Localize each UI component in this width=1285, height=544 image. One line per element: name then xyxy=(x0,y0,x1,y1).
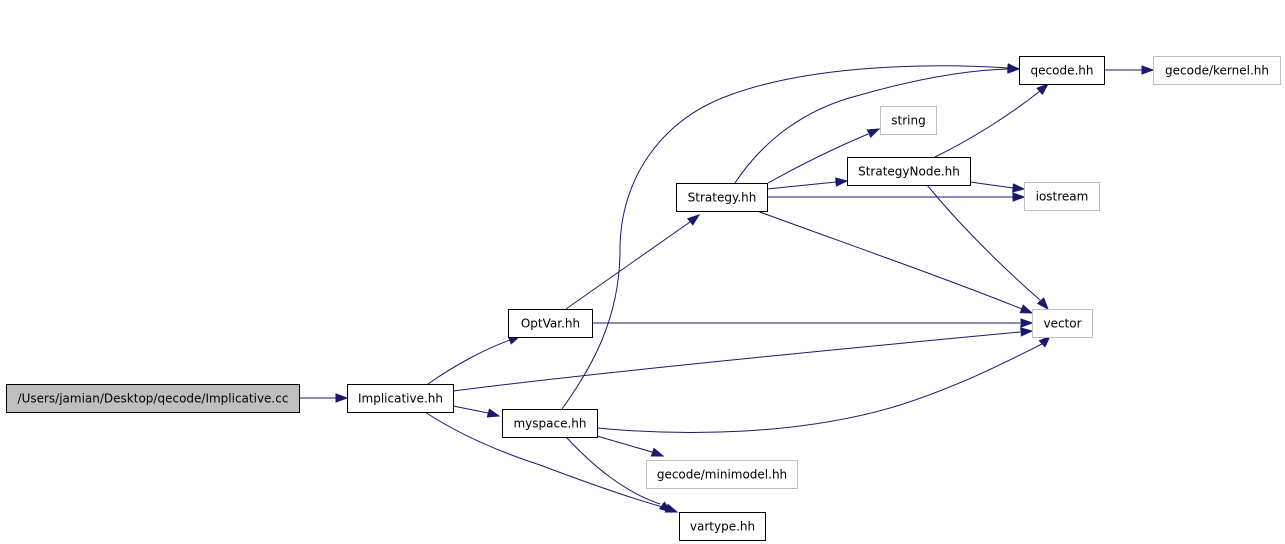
edge-qecode_hh-to-gecode_kernel xyxy=(1104,65,1155,75)
edge-myspace_hh-to-gecode_minimodel xyxy=(596,435,665,457)
node-label: qecode.hh xyxy=(1031,64,1094,78)
edge-strategynode_hh-to-qecode_hh xyxy=(934,83,1050,158)
node-box xyxy=(847,157,971,186)
node-box xyxy=(508,309,593,338)
node-box xyxy=(502,409,598,438)
edge-implicative_hh-to-optvar_hh xyxy=(427,335,522,385)
arrowhead xyxy=(866,128,881,139)
edge-strategy_hh-to-iostream xyxy=(767,192,1026,202)
node-gecode-kernel: gecode/kernel.hh xyxy=(1153,56,1281,85)
node-label: Implicative.hh xyxy=(358,392,443,406)
edge-myspace_hh-to-vartype_hh xyxy=(565,436,673,513)
node-implicative-cc[interactable]: /Users/jamian/Desktop/qecode/Implicative… xyxy=(6,384,300,413)
node-label: StrategyNode.hh xyxy=(858,165,960,179)
node-label: gecode/minimodel.hh xyxy=(657,468,787,482)
edge-implicative_cc-to-implicative_hh xyxy=(299,393,349,403)
arrowhead xyxy=(486,408,501,418)
edge-strategy_hh-to-string xyxy=(767,128,881,184)
edge-implicative_hh-to-vector xyxy=(452,327,1034,392)
edge-strategynode_hh-to-vector xyxy=(926,184,1049,311)
node-label: /Users/jamian/Desktop/qecode/Implicative… xyxy=(18,392,289,406)
node-string: string xyxy=(880,106,937,135)
edge-strategy_hh-to-qecode_hh xyxy=(734,64,1021,184)
node-box xyxy=(1024,182,1100,211)
node-box xyxy=(1019,56,1105,85)
arrowhead xyxy=(1007,64,1021,74)
node-label: vartype.hh xyxy=(690,520,755,534)
node-box xyxy=(1032,309,1093,338)
node-box xyxy=(347,384,454,413)
edge-strategy_hh-to-vector xyxy=(756,210,1034,314)
node-optvar-hh[interactable]: OptVar.hh xyxy=(508,309,593,338)
node-label: gecode/kernel.hh xyxy=(1165,64,1269,78)
edge-myspace_hh-to-vector xyxy=(596,334,1052,433)
node-vector: vector xyxy=(1032,309,1093,338)
arrowhead xyxy=(1012,183,1026,193)
node-box xyxy=(676,183,768,212)
arrowhead xyxy=(1020,327,1034,337)
arrowhead xyxy=(1019,304,1034,314)
edge-optvar_hh-to-strategy_hh xyxy=(565,214,701,310)
node-box xyxy=(646,460,798,489)
node-qecode-hh[interactable]: qecode.hh xyxy=(1019,56,1105,85)
node-myspace-hh[interactable]: myspace.hh xyxy=(502,409,598,438)
node-label: OptVar.hh xyxy=(521,317,580,331)
node-label: iostream xyxy=(1036,190,1089,204)
node-box xyxy=(880,106,937,135)
arrowhead xyxy=(1012,192,1026,202)
arrowhead xyxy=(687,214,701,226)
node-box xyxy=(6,384,300,413)
arrowhead xyxy=(658,501,673,513)
arrowhead xyxy=(1020,318,1034,328)
arrowhead xyxy=(835,177,849,187)
arrowhead xyxy=(1036,297,1049,311)
node-box xyxy=(679,512,766,541)
edge-myspace_hh-to-qecode_hh xyxy=(561,63,1021,410)
arrowhead xyxy=(1036,83,1050,96)
nodes-layer: /Users/jamian/Desktop/qecode/Implicative… xyxy=(6,56,1281,541)
arrowhead xyxy=(650,447,665,457)
node-iostream: iostream xyxy=(1024,182,1100,211)
edge-strategy_hh-to-strategynode_hh xyxy=(766,177,849,190)
node-box xyxy=(1153,56,1281,85)
edge-optvar_hh-to-vector xyxy=(592,318,1034,328)
edge-implicative_hh-to-myspace_hh xyxy=(452,405,501,418)
edge-strategynode_hh-to-iostream xyxy=(969,181,1026,193)
node-label: myspace.hh xyxy=(513,417,586,431)
edges-layer xyxy=(299,63,1155,513)
node-label: vector xyxy=(1043,317,1081,331)
node-label: Strategy.hh xyxy=(688,191,757,205)
node-implicative-hh[interactable]: Implicative.hh xyxy=(347,384,454,413)
arrowhead xyxy=(335,393,349,403)
node-strategynode-hh[interactable]: StrategyNode.hh xyxy=(847,157,971,186)
node-strategy-hh[interactable]: Strategy.hh xyxy=(676,183,768,212)
node-label: string xyxy=(891,114,925,128)
node-gecode-minimodel: gecode/minimodel.hh xyxy=(646,460,798,489)
node-vartype-hh[interactable]: vartype.hh xyxy=(679,512,766,541)
arrowhead xyxy=(1038,334,1052,348)
arrowhead xyxy=(1141,65,1155,75)
